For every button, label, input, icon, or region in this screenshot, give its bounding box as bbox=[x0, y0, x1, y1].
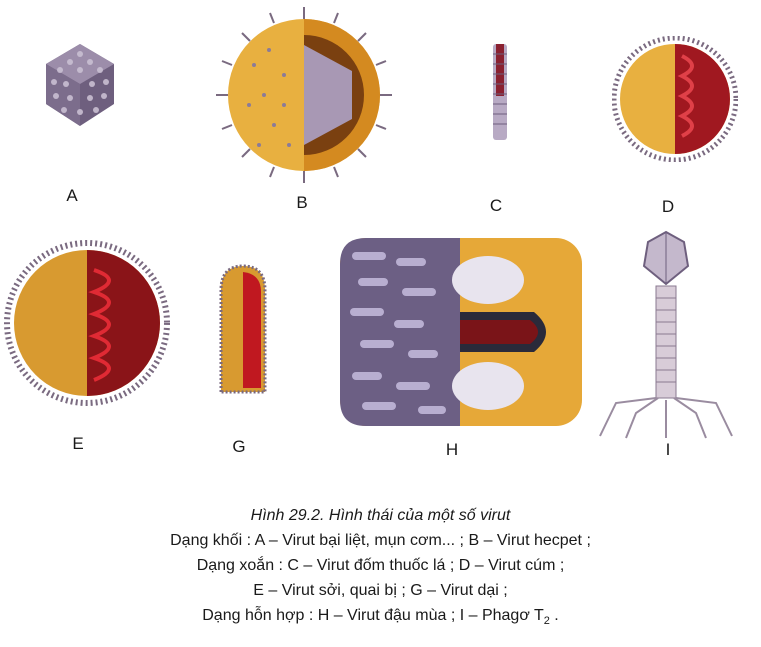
caption-line-cubic: Dạng khối : A – Virut bại liệt, mụn cơm.… bbox=[170, 532, 591, 549]
caption-line-complex-main: Dạng hỗn hợp : H – Virut đậu mùa ; I – P… bbox=[202, 607, 544, 624]
figure-label-i: I bbox=[665, 440, 671, 459]
caption-subscript: 2 bbox=[543, 615, 550, 628]
figure-label-a: A bbox=[66, 186, 78, 205]
caption-line-complex-end: . bbox=[549, 607, 559, 624]
virus-d-influenza-illustration bbox=[612, 36, 738, 162]
caption-line-helical-cont: E – Virut sởi, quai bị ; G – Virut dại ; bbox=[253, 582, 508, 599]
virus-b-herpes-illustration bbox=[214, 5, 394, 185]
figure-label-g: G bbox=[232, 437, 246, 456]
virus-c-tobacco-mosaic-illustration bbox=[490, 44, 510, 140]
caption-line-helical: Dạng xoắn : C – Virut đốm thuốc lá ; D –… bbox=[196, 557, 565, 574]
caption-line-complex: Dạng hỗn hợp : H – Virut đậu mùa ; I – P… bbox=[0, 607, 761, 627]
virus-h-smallpox-illustration bbox=[338, 236, 584, 428]
virus-e-measles-illustration bbox=[4, 240, 170, 406]
figure-caption-title: Hình 29.2. Hình thái của một số virut bbox=[250, 507, 511, 524]
figure-label-e: E bbox=[72, 434, 84, 453]
figure-label-b: B bbox=[296, 193, 308, 212]
virus-i-phage-t2-illustration bbox=[596, 228, 736, 440]
figure-label-c: C bbox=[489, 196, 503, 215]
virus-g-rabies-illustration bbox=[215, 262, 271, 398]
virus-a-polio-illustration bbox=[40, 40, 120, 130]
figure-label-h: H bbox=[445, 440, 459, 459]
figure-label-d: D bbox=[661, 197, 675, 216]
